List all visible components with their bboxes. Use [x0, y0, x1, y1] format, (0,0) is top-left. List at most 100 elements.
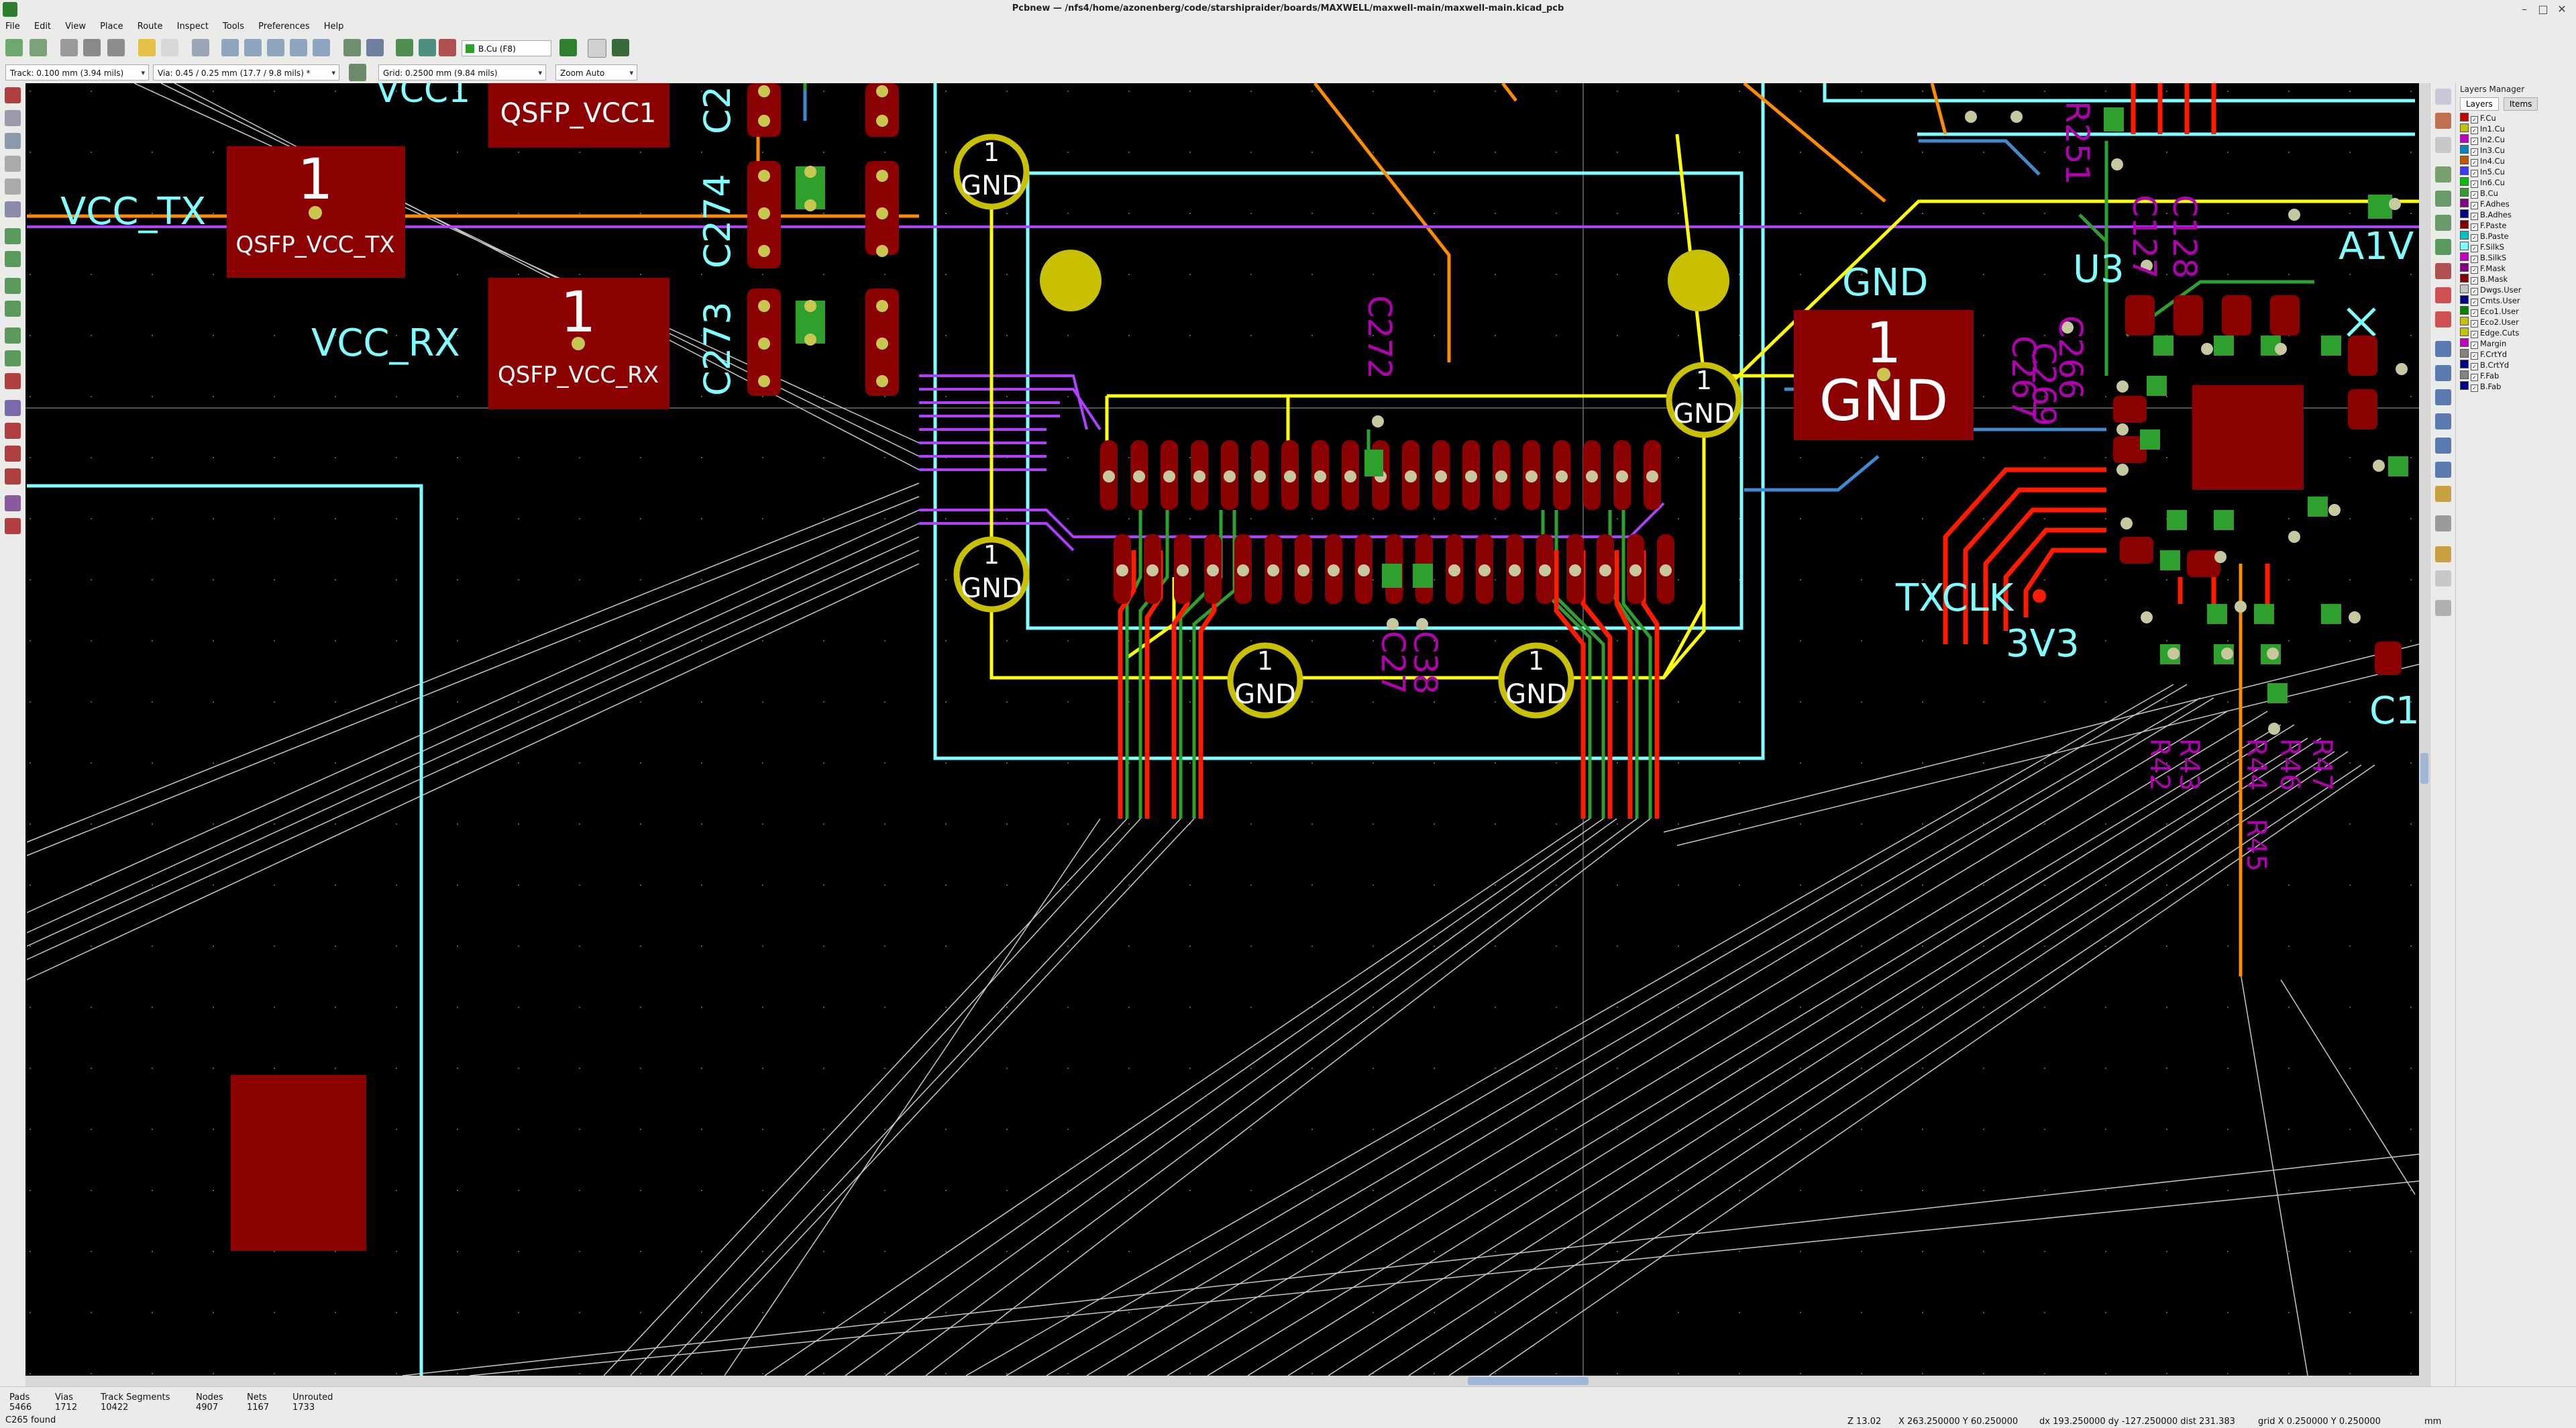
zoom-fit-icon[interactable]: [290, 39, 307, 56]
layer-row[interactable]: ✓F.CrtYd: [2460, 349, 2573, 360]
tab-layers[interactable]: Layers: [2460, 97, 2499, 111]
polar-coords-icon[interactable]: [5, 133, 21, 149]
zoom-in-icon[interactable]: [244, 39, 262, 56]
layer-color-swatch[interactable]: [2460, 242, 2469, 250]
close-icon[interactable]: ✕: [2557, 3, 2567, 15]
cursor-shape-icon[interactable]: [5, 201, 21, 217]
layer-pair-icon[interactable]: [559, 39, 577, 56]
layer-visibility-checkbox[interactable]: ✓: [2471, 385, 2478, 392]
add-arc-icon[interactable]: [2435, 389, 2451, 405]
layer-visibility-checkbox[interactable]: ✓: [2471, 170, 2478, 177]
drill-origin-icon[interactable]: [2435, 546, 2451, 562]
layer-color-swatch[interactable]: [2460, 285, 2469, 293]
route-track-icon[interactable]: [2435, 191, 2451, 207]
layer-row[interactable]: ✓In5.Cu: [2460, 166, 2573, 177]
menu-tools[interactable]: Tools: [223, 21, 245, 32]
layer-color-swatch[interactable]: [2460, 145, 2469, 154]
diff-pair-icon[interactable]: [2435, 215, 2451, 231]
add-circle-icon[interactable]: [2435, 365, 2451, 381]
layer-row[interactable]: ✓In1.Cu: [2460, 123, 2573, 134]
scripting-console-icon[interactable]: [612, 39, 629, 56]
layer-visibility-checkbox[interactable]: ✓: [2471, 277, 2478, 285]
zoom-out-icon[interactable]: [267, 39, 284, 56]
layer-color-swatch[interactable]: [2460, 263, 2469, 272]
units-mm-icon[interactable]: [5, 178, 21, 195]
layer-color-swatch[interactable]: [2460, 177, 2469, 186]
layer-color-swatch[interactable]: [2460, 220, 2469, 229]
minimize-icon[interactable]: –: [2522, 3, 2527, 15]
layer-visibility-checkbox[interactable]: ✓: [2471, 148, 2478, 156]
menu-place[interactable]: Place: [100, 21, 123, 32]
menu-inspect[interactable]: Inspect: [176, 21, 209, 32]
layer-visibility-checkbox[interactable]: ✓: [2471, 127, 2478, 134]
tab-items[interactable]: Items: [2503, 97, 2538, 111]
layer-color-swatch[interactable]: [2460, 123, 2469, 132]
new-board-icon[interactable]: [5, 39, 23, 56]
layer-visibility-checkbox[interactable]: ✓: [2471, 116, 2478, 123]
layer-visibility-checkbox[interactable]: ✓: [2471, 288, 2478, 295]
curved-ratsnest-icon[interactable]: [5, 468, 21, 484]
open-board-icon[interactable]: [30, 39, 47, 56]
layer-row[interactable]: ✓Eco1.User: [2460, 306, 2573, 317]
pcb-drawing[interactable]: C266 C269 C267 R251 C128 C127 C272 C27 C…: [25, 83, 2419, 1376]
layer-row[interactable]: ✓In2.Cu: [2460, 134, 2573, 145]
via-sketch-icon[interactable]: [5, 350, 21, 366]
zone-outline-icon[interactable]: [5, 301, 21, 317]
highlight-net-icon[interactable]: [2435, 113, 2451, 129]
layer-row[interactable]: ✓F.Cu: [2460, 113, 2573, 123]
layer-color-swatch[interactable]: [2460, 188, 2469, 197]
add-text-icon[interactable]: [2435, 438, 2451, 454]
layer-row[interactable]: ✓B.Paste: [2460, 231, 2573, 242]
layer-visibility-checkbox[interactable]: ✓: [2471, 266, 2478, 274]
layer-row[interactable]: ✓F.Mask: [2460, 263, 2573, 274]
grid-select[interactable]: Grid: 0.2500 mm (9.84 mils): [378, 64, 546, 81]
drc-toggle-icon[interactable]: [5, 87, 21, 103]
add-zone-icon[interactable]: [2435, 287, 2451, 303]
horizontal-scrollbar[interactable]: [25, 1376, 2430, 1386]
layer-visibility-checkbox[interactable]: ✓: [2471, 331, 2478, 338]
redo-icon[interactable]: [161, 39, 178, 56]
layer-color-swatch[interactable]: [2460, 166, 2469, 175]
horizontal-scroll-thumb[interactable]: [1468, 1377, 1589, 1385]
track-sketch-icon[interactable]: [5, 373, 21, 389]
layer-row[interactable]: ✓F.Adhes: [2460, 199, 2573, 209]
layer-color-swatch[interactable]: [2460, 370, 2469, 379]
layer-color-swatch[interactable]: [2460, 317, 2469, 325]
layer-color-swatch[interactable]: [2460, 231, 2469, 240]
layer-visibility-checkbox[interactable]: ✓: [2471, 213, 2478, 220]
layer-color-swatch[interactable]: [2460, 113, 2469, 121]
layer-visibility-checkbox[interactable]: ✓: [2471, 138, 2478, 145]
layer-row[interactable]: ✓B.CrtYd: [2460, 360, 2573, 370]
layer-color-swatch[interactable]: [2460, 349, 2469, 358]
layer-color-swatch[interactable]: [2460, 252, 2469, 261]
vertical-scroll-thumb[interactable]: [2420, 753, 2428, 784]
layer-visibility-checkbox[interactable]: ✓: [2471, 202, 2478, 209]
layers-manager-toggle-icon[interactable]: [5, 423, 21, 439]
layer-row[interactable]: ✓F.SilkS: [2460, 242, 2573, 252]
layer-visibility-checkbox[interactable]: ✓: [2471, 363, 2478, 370]
layer-color-swatch[interactable]: [2460, 274, 2469, 283]
update-pcb-icon[interactable]: [419, 39, 436, 56]
zoom-selection-icon[interactable]: [313, 39, 330, 56]
menu-route[interactable]: Route: [137, 21, 163, 32]
layer-color-swatch[interactable]: [2460, 338, 2469, 347]
layer-visibility-checkbox[interactable]: ✓: [2471, 352, 2478, 360]
layer-row[interactable]: ✓Cmts.User: [2460, 295, 2573, 306]
print-icon[interactable]: [107, 39, 125, 56]
layer-visibility-checkbox[interactable]: ✓: [2471, 245, 2478, 252]
layer-row[interactable]: ✓Dwgs.User: [2460, 285, 2573, 295]
ratsnest-toggle-icon[interactable]: [5, 228, 21, 244]
layer-color-swatch[interactable]: [2460, 327, 2469, 336]
layer-row[interactable]: ✓In6.Cu: [2460, 177, 2573, 188]
add-line-icon[interactable]: [2435, 341, 2451, 357]
vertical-scrollbar[interactable]: [2419, 83, 2430, 1376]
grid-toggle-icon[interactable]: [5, 110, 21, 126]
layer-visibility-checkbox[interactable]: ✓: [2471, 309, 2478, 317]
layer-row[interactable]: ✓B.Cu: [2460, 188, 2573, 199]
layer-row[interactable]: ✓Edge.Cuts: [2460, 327, 2573, 338]
pcb-canvas[interactable]: C266 C269 C267 R251 C128 C127 C272 C27 C…: [25, 83, 2419, 1376]
footprint-editor-icon[interactable]: [343, 39, 361, 56]
layer-visibility-checkbox[interactable]: ✓: [2471, 320, 2478, 327]
layer-row[interactable]: ✓In3.Cu: [2460, 145, 2573, 156]
layer-visibility-checkbox[interactable]: ✓: [2471, 181, 2478, 188]
